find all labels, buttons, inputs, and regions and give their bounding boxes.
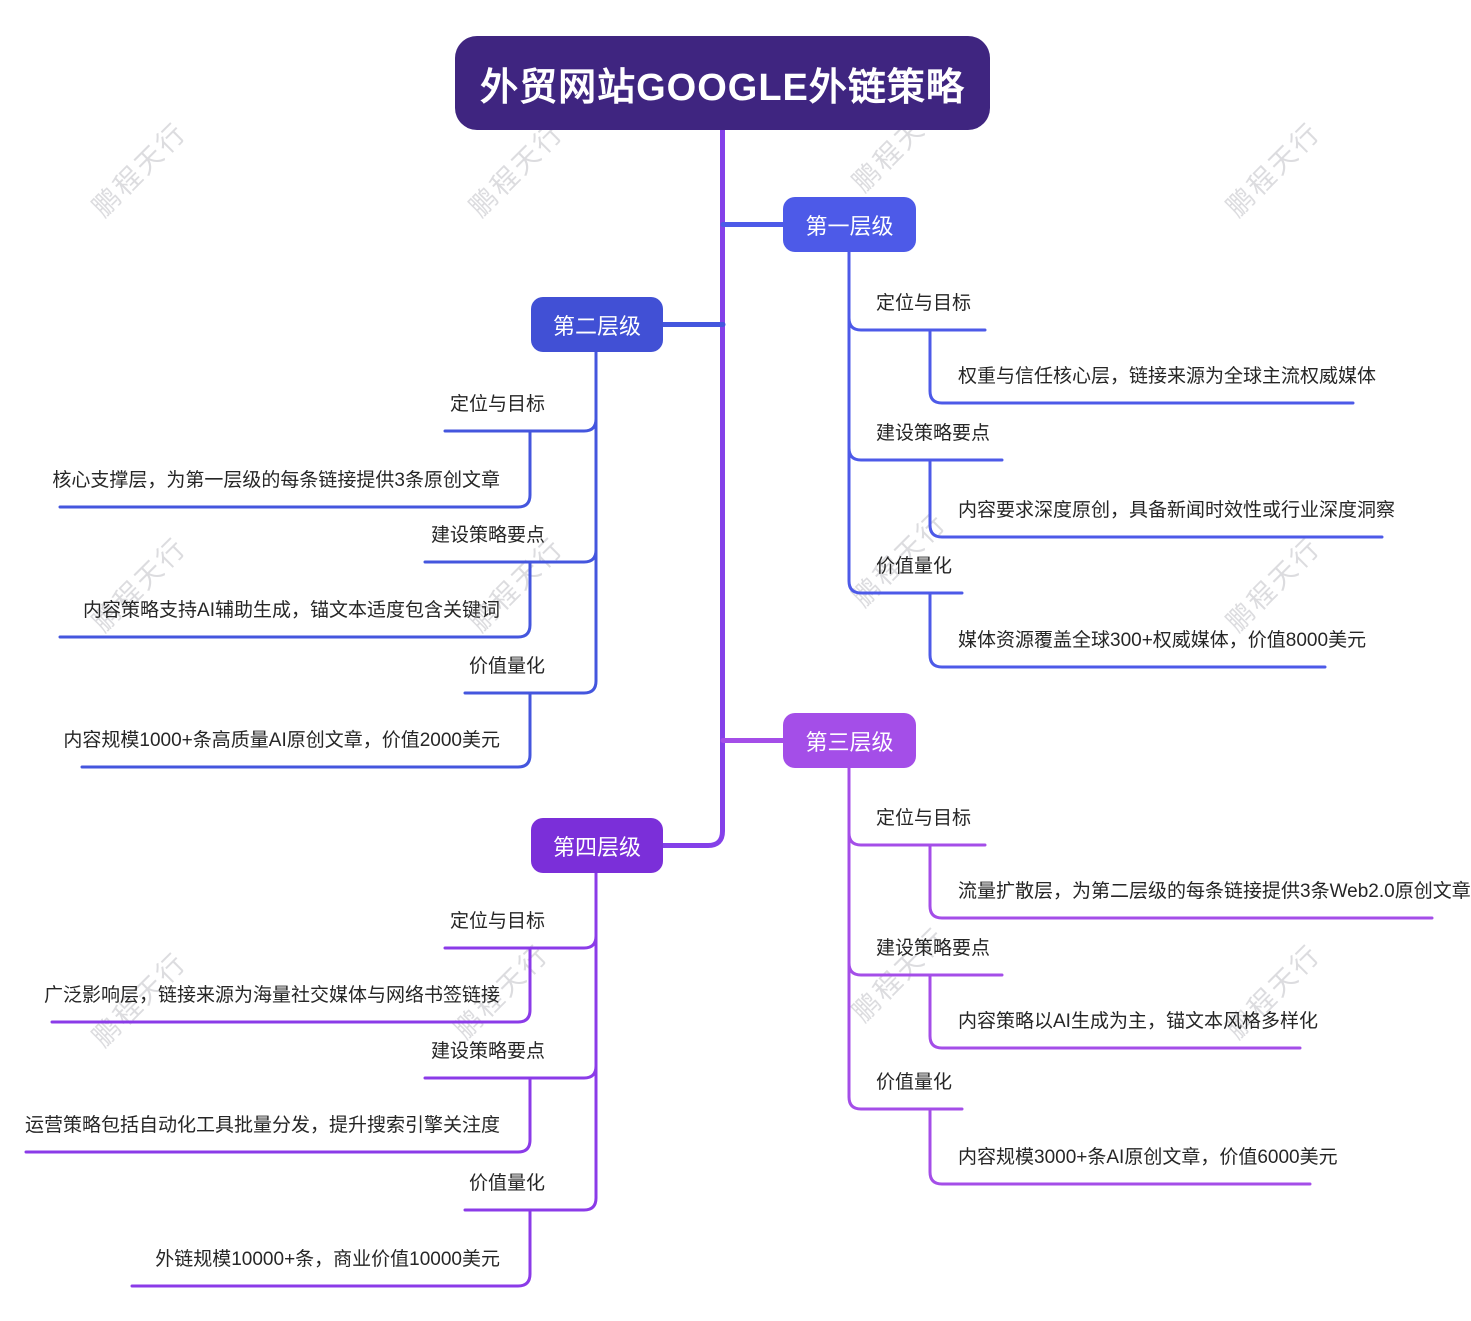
child-detail[interactable]: 内容规模3000+条AI原创文章，价值6000美元 bbox=[958, 1147, 1338, 1168]
child-label[interactable]: 定位与目标 bbox=[876, 293, 972, 314]
level4-detail2-line bbox=[24, 1076, 532, 1154]
level1-detail1-line bbox=[928, 328, 1355, 405]
child-detail[interactable]: 运营策略包括自动化工具批量分发，提升搜索引擎关注度 bbox=[24, 1115, 500, 1136]
root-node[interactable]: 外贸网站GOOGLE外链策略 bbox=[455, 36, 990, 130]
level4-child3-line bbox=[463, 871, 598, 1212]
child-label[interactable]: 建设策略要点 bbox=[876, 423, 991, 444]
child-label[interactable]: 建设策略要点 bbox=[430, 525, 545, 546]
level2-child3-line bbox=[463, 350, 598, 695]
child-detail[interactable]: 核心支撑层，为第一层级的每条链接提供3条原创文章 bbox=[52, 470, 500, 491]
level-node-2[interactable]: 第二层级 bbox=[531, 297, 663, 352]
child-detail[interactable]: 内容规模1000+条高质量AI原创文章，价值2000美元 bbox=[63, 730, 500, 751]
child-label[interactable]: 建设策略要点 bbox=[430, 1041, 545, 1062]
child-detail[interactable]: 内容策略以AI生成为主，锚文本风格多样化 bbox=[958, 1011, 1318, 1032]
child-label[interactable]: 价值量化 bbox=[876, 1072, 953, 1093]
child-detail[interactable]: 内容要求深度原创，具备新闻时效性或行业深度洞察 bbox=[958, 500, 1396, 521]
level-node-1[interactable]: 第一层级 bbox=[783, 197, 916, 252]
child-detail[interactable]: 流量扩散层，为第二层级的每条链接提供3条Web2.0原创文章 bbox=[958, 881, 1471, 902]
level2-detail3-line bbox=[80, 691, 532, 769]
level4-detail1-line bbox=[50, 946, 532, 1024]
child-label[interactable]: 定位与目标 bbox=[449, 394, 545, 415]
child-label[interactable]: 价值量化 bbox=[468, 1173, 545, 1194]
level3-detail3-line bbox=[928, 1107, 1312, 1186]
level3-detail2-line bbox=[928, 973, 1302, 1050]
child-detail[interactable]: 权重与信任核心层，链接来源为全球主流权威媒体 bbox=[958, 366, 1377, 387]
level3-child3-line bbox=[847, 766, 964, 1111]
level4-detail3-line bbox=[130, 1208, 532, 1288]
level1-detail3-line bbox=[928, 591, 1327, 669]
level2-detail2-line bbox=[58, 560, 532, 639]
level-node-4[interactable]: 第四层级 bbox=[531, 818, 663, 873]
level1-detail2-line bbox=[928, 458, 1384, 539]
level1-child3-line bbox=[847, 250, 964, 595]
level-node-3[interactable]: 第三层级 bbox=[783, 713, 916, 768]
child-detail[interactable]: 媒体资源覆盖全球300+权威媒体，价值8000美元 bbox=[958, 630, 1367, 651]
level3-detail1-line bbox=[928, 843, 1434, 920]
child-label[interactable]: 定位与目标 bbox=[876, 808, 972, 829]
child-label[interactable]: 定位与目标 bbox=[449, 911, 545, 932]
child-label[interactable]: 建设策略要点 bbox=[876, 938, 991, 959]
trunk-line bbox=[660, 127, 725, 848]
child-detail[interactable]: 外链规模10000+条，商业价值10000美元 bbox=[155, 1249, 500, 1270]
child-detail[interactable]: 内容策略支持AI辅助生成，锚文本适度包含关键词 bbox=[83, 600, 500, 621]
child-detail[interactable]: 广泛影响层，链接来源为海量社交媒体与网络书签链接 bbox=[43, 985, 500, 1006]
child-label[interactable]: 价值量化 bbox=[876, 556, 953, 577]
child-label[interactable]: 价值量化 bbox=[468, 656, 545, 677]
level2-detail1-line bbox=[58, 429, 532, 509]
